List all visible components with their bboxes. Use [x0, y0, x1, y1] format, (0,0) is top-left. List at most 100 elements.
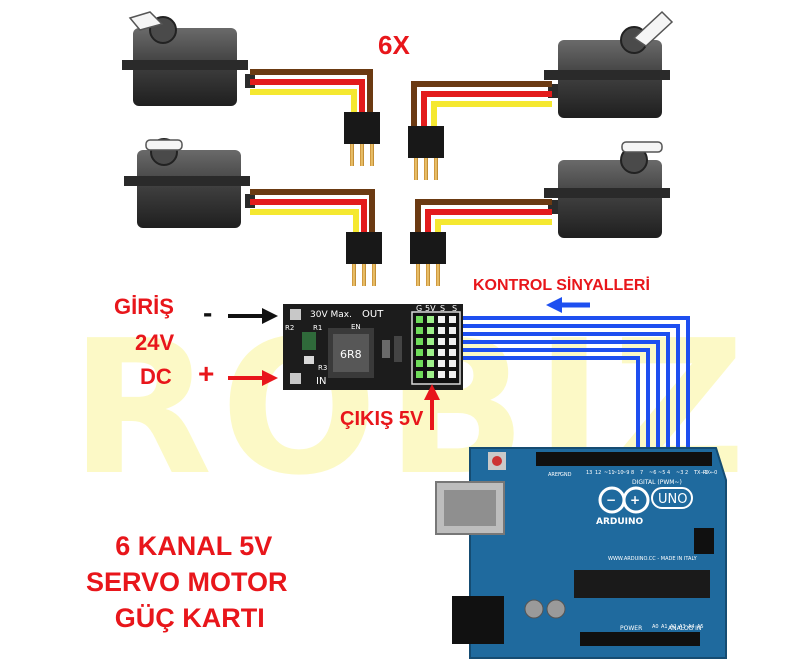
- header-pin-grid: [416, 316, 456, 378]
- digital-pin-label: 12: [595, 470, 601, 476]
- svg-text:GND: GND: [560, 472, 572, 478]
- header-pin-label: 5V: [425, 304, 436, 313]
- digital-pin-label: 2: [685, 470, 688, 476]
- svg-text:IN: IN: [316, 376, 326, 387]
- header-pin: [449, 360, 456, 367]
- header-pin: [427, 327, 434, 334]
- digital-pin-label: RX←0: [703, 470, 717, 476]
- output-arrow: [424, 384, 440, 430]
- svg-text:WWW.ARDUINO.CC - MADE IN ITALY: WWW.ARDUINO.CC - MADE IN ITALY: [608, 556, 698, 562]
- header-pin: [449, 349, 456, 356]
- header-pin-label: S: [440, 304, 445, 313]
- input-voltage-label: 24V: [135, 330, 175, 355]
- svg-text:6R8: 6R8: [340, 348, 362, 361]
- digital-pin-label: ~10: [613, 470, 624, 476]
- svg-text:UNO: UNO: [658, 492, 687, 507]
- servo-2-connector: [408, 126, 444, 180]
- product-title-line-2: SERVO MOTOR: [86, 567, 288, 597]
- servo-4-connector: [410, 232, 446, 286]
- analog-pin-label: A4: [688, 624, 695, 630]
- svg-text:OUT: OUT: [362, 309, 384, 320]
- analog-pin-label: A3: [679, 624, 686, 630]
- header-pin: [427, 371, 434, 378]
- header-pin-label: G: [416, 304, 422, 313]
- svg-text:AREF: AREF: [548, 472, 561, 478]
- header-pin: [416, 327, 423, 334]
- header-pin: [427, 360, 434, 367]
- svg-text:ARDUINO: ARDUINO: [596, 517, 644, 527]
- digital-pin-label: ~6: [649, 470, 656, 476]
- analog-pin-label: A0: [652, 624, 659, 630]
- board-labels: 30V Max. OUT IN EN 6R8 R1 R2 R3: [285, 309, 384, 387]
- servo-2-wires: [411, 81, 552, 126]
- header-pin: [449, 371, 456, 378]
- header-pin: [438, 338, 445, 345]
- header-pin: [438, 327, 445, 334]
- svg-text:ANALOG IN: ANALOG IN: [668, 625, 701, 632]
- svg-text:R2: R2: [285, 324, 294, 332]
- analog-pin-label: A1: [661, 624, 668, 630]
- control-signal-wires: [446, 316, 690, 455]
- digital-pin-label: 4: [667, 470, 670, 476]
- output-voltage-label: ÇIKIŞ 5V: [340, 408, 424, 430]
- control-signal-arrow: [546, 297, 590, 313]
- servo-motor-4: [544, 141, 670, 238]
- servo-motor-3: [124, 138, 255, 228]
- header-pin: [449, 316, 456, 323]
- input-type-label: DC: [140, 364, 172, 389]
- header-pin: [416, 371, 423, 378]
- header-pin: [416, 360, 423, 367]
- analog-pin-label: A2: [670, 624, 677, 630]
- header-pin: [449, 338, 456, 345]
- servo-3-wires: [250, 189, 375, 232]
- control-signals-label: KONTROL SİNYALLERİ: [473, 277, 650, 294]
- header-pin: [427, 338, 434, 345]
- product-title-line-1: 6 KANAL 5V: [115, 531, 273, 561]
- header-pin: [416, 338, 423, 345]
- svg-text:30V Max.: 30V Max.: [310, 310, 352, 320]
- servo-motor-2: [544, 10, 674, 118]
- digital-pin-label: ~3: [676, 470, 683, 476]
- digital-pin-label: 8: [631, 470, 634, 476]
- servo-1-connector: [344, 112, 380, 166]
- digital-pin-label: TX→1: [693, 470, 708, 476]
- input-title-label: GİRİŞ: [114, 294, 174, 319]
- servo-count-label: 6X: [378, 30, 410, 60]
- servo-3-connector: [346, 232, 382, 286]
- analog-pin-label: A5: [697, 624, 704, 630]
- input-plus-arrow: [228, 370, 278, 386]
- arduino-uno-board: − + ARDUINO UNO DIGITAL (PWM~) ANALOG IN…: [435, 447, 727, 659]
- digital-pin-label: 7: [640, 470, 643, 476]
- product-title: 6 KANAL 5V SERVO MOTOR GÜÇ KARTI: [86, 528, 288, 636]
- header-pin: [416, 349, 423, 356]
- header-pin: [449, 327, 456, 334]
- servo-1-wires: [250, 69, 373, 112]
- input-minus-symbol: -: [203, 297, 213, 328]
- input-minus-arrow: [228, 308, 278, 324]
- svg-text:+: +: [630, 493, 640, 507]
- header-pin: [427, 349, 434, 356]
- svg-text:−: −: [606, 493, 616, 507]
- header-pin: [438, 316, 445, 323]
- header-pin: [427, 316, 434, 323]
- svg-text:POWER: POWER: [620, 625, 642, 632]
- servo-motor-1: [122, 11, 255, 106]
- digital-pin-label: 13: [586, 470, 592, 476]
- input-plus-symbol: +: [198, 358, 215, 389]
- svg-text:R3: R3: [318, 364, 327, 372]
- header-pin-label: S: [452, 304, 457, 313]
- header-pin: [438, 349, 445, 356]
- header-pin: [438, 360, 445, 367]
- product-title-line-3: GÜÇ KARTI: [114, 603, 265, 633]
- header-pin: [416, 316, 423, 323]
- digital-pin-label: ~9: [622, 470, 629, 476]
- header-pin: [438, 371, 445, 378]
- svg-text:R1: R1: [313, 324, 322, 332]
- svg-text:DIGITAL (PWM~): DIGITAL (PWM~): [632, 479, 682, 486]
- svg-text:EN: EN: [351, 323, 361, 331]
